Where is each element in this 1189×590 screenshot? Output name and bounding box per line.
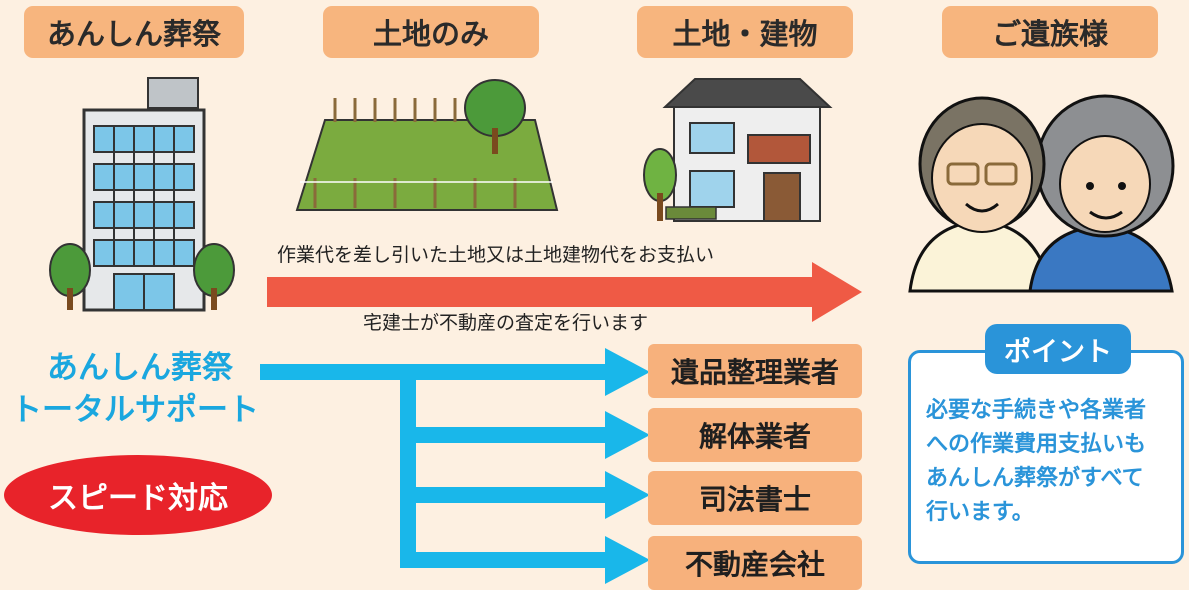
support-title-line2: トータルサポート — [11, 392, 259, 428]
header-land-building: 土地・建物 — [637, 6, 853, 58]
service-estate-cleanup: 遺品整理業者 — [648, 344, 862, 398]
payment-note: 作業代を差し引いた土地又は土地建物代をお支払い — [277, 244, 715, 266]
house-icon — [643, 78, 833, 222]
elderly-couple-icon — [908, 94, 1175, 293]
service-judicial-scrivener: 司法書士 — [648, 471, 862, 525]
header-company: あんしん葬祭 — [24, 6, 244, 58]
point-line: 必要な手続きや各業者 — [926, 398, 1147, 423]
service-real-estate: 不動産会社 — [648, 536, 862, 590]
point-line: あんしん葬祭がすべて — [926, 466, 1144, 491]
point-line: への作業費用支払いも — [926, 432, 1147, 457]
office-building-icon — [49, 77, 235, 312]
point-label: ポイント — [985, 324, 1131, 374]
support-title-line1: あんしん葬祭 — [47, 350, 233, 386]
service-branch-arrows — [260, 348, 650, 584]
payment-arrow — [267, 262, 862, 322]
point-line: 行います。 — [926, 500, 1034, 525]
point-box — [908, 350, 1184, 564]
header-land: 土地のみ — [323, 6, 539, 58]
service-demolition: 解体業者 — [648, 408, 862, 462]
speed-badge: スピード対応 — [4, 455, 272, 535]
header-family: ご遺族様 — [942, 6, 1158, 58]
appraisal-note: 宅建士が不動産の査定を行います — [363, 312, 649, 334]
land-plot-icon — [295, 79, 559, 211]
point-text: 必要な手続きや各業者 への作業費用支払いも あんしん葬祭がすべて 行います。 — [926, 394, 1176, 530]
